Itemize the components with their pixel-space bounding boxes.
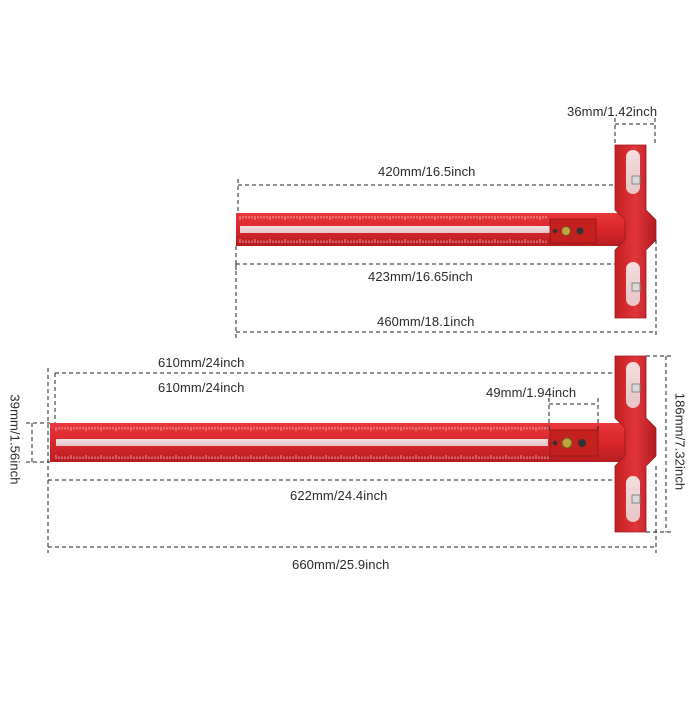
short-ruler-pin-top — [631, 175, 641, 185]
long-head-length-label: 186mm/7.32inch — [672, 392, 688, 491]
short-ruler-knob — [561, 226, 571, 236]
short-ruler-slider — [549, 218, 597, 244]
long-ruler-pin-top — [631, 383, 641, 393]
long-scale-length-top-label: 610mm/24inch — [158, 355, 245, 370]
short-ruler-head — [614, 144, 657, 319]
short-ruler — [236, 144, 657, 319]
long-ruler-slider — [549, 429, 599, 457]
short-overall-length-label: 460mm/18.1inch — [377, 314, 475, 329]
long-slider-width-label: 49mm/1.94inch — [486, 385, 577, 400]
long-blade-width-label: 39mm/1.56inch — [7, 394, 23, 485]
long-ruler-pin-bottom — [631, 494, 641, 504]
short-blade-length-label: 423mm/16.65inch — [368, 269, 473, 284]
short-ruler-head-slot-top — [626, 150, 640, 194]
long-overall-length-label: 660mm/25.9inch — [292, 557, 390, 572]
short-ruler-slot — [240, 226, 550, 233]
short-head-width-label: 36mm/1.42inch — [567, 104, 658, 119]
short-ruler-screw-2 — [552, 228, 558, 234]
short-ruler-screw — [576, 227, 584, 235]
long-ruler-ticks — [55, 427, 549, 459]
long-ruler — [50, 355, 657, 533]
short-ruler-ticks — [239, 216, 547, 243]
long-ruler-slot — [56, 439, 548, 446]
dimension-lines — [26, 118, 672, 553]
short-ruler-pin-bottom — [631, 282, 641, 292]
long-ruler-screw-2 — [552, 440, 558, 446]
long-ruler-screw — [578, 439, 586, 447]
long-blade-length-label: 622mm/24.4inch — [290, 488, 388, 503]
long-scale-length-label: 610mm/24inch — [158, 380, 245, 395]
long-ruler-knob — [561, 437, 573, 449]
short-scale-length-label: 420mm/16.5inch — [378, 164, 476, 179]
